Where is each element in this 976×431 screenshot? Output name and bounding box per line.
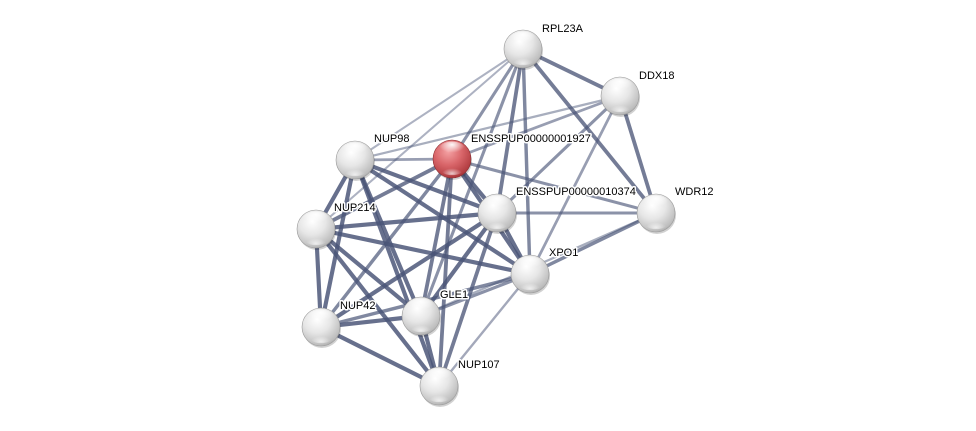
node-label-nup98[interactable]: NUP98 — [374, 133, 409, 145]
edge-ensspup00000001927-gle1[interactable] — [419, 157, 454, 318]
edge-rpl23a-wdr12[interactable] — [521, 47, 658, 215]
node-reflection — [409, 320, 433, 333]
node-reflection — [511, 53, 535, 66]
node-label-ensspup00000010374[interactable]: ENSSPUP00000010374 — [516, 186, 636, 198]
node-label-nup214[interactable]: NUP214 — [334, 202, 376, 214]
node-reflection — [427, 390, 451, 403]
node-reflection — [644, 217, 668, 230]
node-highlight — [642, 195, 670, 212]
edge-rpl23a-nup98[interactable] — [353, 47, 525, 162]
node-gle1[interactable] — [401, 296, 441, 337]
labels-layer: RPL23ARPL23ADDX18DDX18ENSSPUP00000001927… — [333, 22, 716, 373]
node-nup214[interactable] — [296, 209, 336, 250]
edge-xpo1-nup107[interactable] — [437, 272, 532, 388]
node-ddx18[interactable] — [600, 76, 640, 117]
node-highlight — [516, 256, 544, 273]
node-label-halo: GLE1 — [440, 289, 468, 301]
edge-rpl23a-ensspup00000001927[interactable] — [450, 47, 525, 161]
node-reflection — [343, 164, 367, 177]
edge-ddx18-ensspup00000001927[interactable] — [450, 94, 622, 161]
edge-nup214-xpo1[interactable] — [313, 226, 533, 277]
node-label-halo: NUP98 — [374, 133, 409, 145]
node-label-ddx18[interactable]: DDX18 — [639, 70, 674, 82]
node-label-rpl23a[interactable]: RPL23A — [542, 23, 584, 35]
edge-wdr12-xpo1[interactable] — [528, 211, 658, 276]
node-reflection — [304, 233, 328, 246]
edge-rpl23a-xpo1[interactable] — [521, 47, 532, 276]
edge-ensspup00000010374-nup42[interactable] — [318, 210, 500, 330]
node-highlight — [302, 211, 330, 228]
node-reflection — [309, 331, 333, 344]
nodes-layer — [296, 29, 676, 407]
node-reflection — [440, 163, 464, 176]
edge-ensspup00000001927-nup214[interactable] — [314, 157, 454, 231]
edge-nup98-nup42[interactable] — [318, 157, 358, 330]
edge-rpl23a-nup214[interactable] — [314, 47, 525, 231]
node-label-halo: XPO1 — [549, 247, 578, 259]
edge-ddx18-nup98[interactable] — [353, 94, 622, 162]
node-nup98[interactable] — [335, 140, 375, 181]
node-label-halo: WDR12 — [675, 186, 714, 198]
edge-nup214-nup107[interactable] — [313, 226, 442, 389]
node-highlight — [509, 31, 537, 48]
edge-ddx18-ensspup00000010374[interactable] — [495, 94, 622, 215]
edge-ensspup00000001927-wdr12[interactable] — [450, 157, 658, 215]
node-highlight — [341, 142, 369, 159]
node-label-ensspup00000001927[interactable]: ENSSPUP00000001927 — [471, 133, 591, 145]
edge-nup214-gle1[interactable] — [313, 226, 424, 319]
edge-nup98-ensspup00000010374[interactable] — [352, 157, 500, 216]
edge-xpo1-gle1[interactable] — [419, 272, 532, 318]
node-label-halo: NUP214 — [334, 202, 376, 214]
node-ensspup00000001927[interactable] — [432, 139, 472, 180]
node-reflection — [608, 100, 632, 113]
node-label-nup107[interactable]: NUP107 — [458, 359, 500, 371]
node-label-halo: NUP42 — [340, 300, 375, 312]
node-label-halo: ENSSPUP00000010374 — [516, 186, 636, 198]
node-label-halo: RPL23A — [542, 23, 584, 35]
node-rpl23a[interactable] — [503, 29, 543, 70]
node-label-halo: DDX18 — [639, 70, 674, 82]
node-highlight — [307, 309, 335, 326]
node-nup107[interactable] — [419, 366, 459, 407]
node-label-xpo1[interactable]: XPO1 — [549, 247, 578, 259]
edge-ensspup00000010374-nup214[interactable] — [313, 210, 500, 232]
node-highlight — [438, 141, 466, 158]
node-wdr12[interactable] — [636, 193, 676, 234]
node-label-gle1[interactable]: GLE1 — [440, 289, 468, 301]
node-highlight — [606, 78, 634, 95]
edges-layer — [313, 47, 658, 389]
node-label-halo: NUP107 — [458, 359, 500, 371]
node-highlight — [407, 298, 435, 315]
node-ensspup00000010374[interactable] — [477, 193, 517, 234]
edge-nup98-nup107[interactable] — [352, 157, 442, 389]
node-label-nup42[interactable]: NUP42 — [340, 300, 375, 312]
node-highlight — [425, 368, 453, 385]
node-label-wdr12[interactable]: WDR12 — [675, 186, 714, 198]
edge-ddx18-wdr12[interactable] — [618, 94, 658, 215]
node-nup42[interactable] — [301, 307, 341, 348]
node-reflection — [485, 217, 509, 230]
node-label-halo: ENSSPUP00000001927 — [471, 133, 591, 145]
edge-rpl23a-ensspup00000010374[interactable] — [495, 47, 525, 215]
node-xpo1[interactable] — [510, 254, 550, 295]
edge-nup42-nup107[interactable] — [318, 324, 442, 389]
node-reflection — [518, 278, 542, 291]
node-highlight — [483, 195, 511, 212]
edge-ddx18-xpo1[interactable] — [528, 94, 622, 276]
